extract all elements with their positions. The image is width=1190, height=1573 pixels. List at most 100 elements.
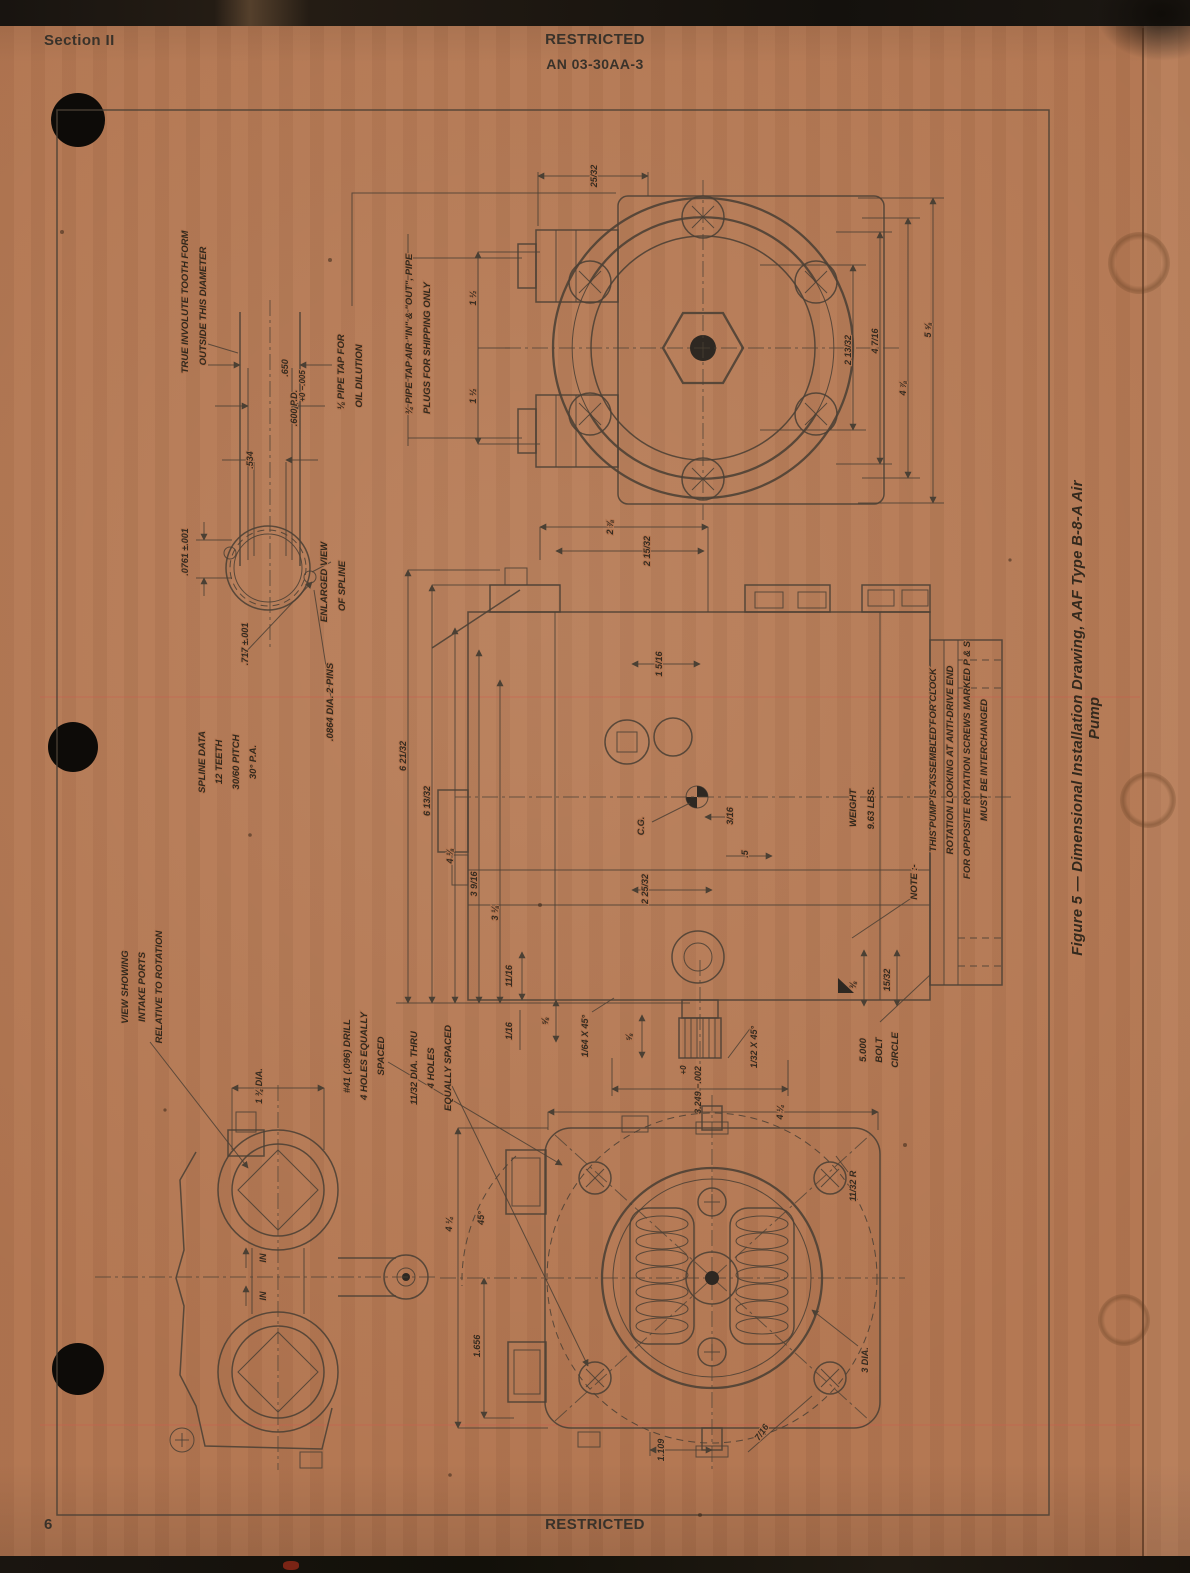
dim-label: .600 P.D. <box>289 390 299 426</box>
cg-label: C.G. <box>636 817 646 836</box>
pipe-tap-note: ⅛ PIPE TAP FOR <box>336 334 347 410</box>
dim-label: 1/16 <box>504 1021 514 1040</box>
dim-label: 6 13/32 <box>422 786 432 816</box>
dim-label: 3 DIA. <box>860 1347 870 1373</box>
spline-note-line: TRUE INVOLUTE TOOTH FORM <box>180 229 191 373</box>
drill-note-line: 4 HOLES EQUALLY <box>359 1010 370 1101</box>
dim-label: 4 ⅛ <box>445 848 455 865</box>
paper-stain <box>1098 1294 1150 1346</box>
dim-label: 45° <box>476 1211 486 1226</box>
dim-label: .534 <box>245 451 255 469</box>
section-heading: Section II <box>44 32 115 49</box>
note-heading: NOTE :- <box>909 864 920 899</box>
dim-label: .5 <box>740 849 750 858</box>
dim-tolerance: +0 −.005 <box>298 370 307 402</box>
dim-label: ⅜ <box>848 981 858 989</box>
dim-label: 2 25/32 <box>640 874 650 905</box>
view-title-line: RELATIVE TO ROTATION <box>154 929 165 1043</box>
note-line: ROTATION LOOKING AT ANTI-DRIVE END <box>945 665 956 854</box>
view-title: ENLARGED VIEW <box>319 541 330 622</box>
dim-label: 1/32 X 45° <box>749 1026 759 1069</box>
valve-face-view: #41 (.096) DRILL 4 HOLES EQUALLY SPACED … <box>341 1009 905 1472</box>
paper-specks <box>60 230 1012 1517</box>
dim-label: 7/16 <box>752 1421 771 1442</box>
dim-label: 1 ½ <box>468 388 478 404</box>
header-classification: RESTRICTED <box>545 31 645 48</box>
weight-note: WEIGHT <box>848 788 859 827</box>
note-line: THIS PUMP IS ASSEMBLED FOR CLOCK <box>928 667 939 852</box>
pipe-tap-note: OIL DILUTION <box>354 343 365 407</box>
dim-label: 5 ⅝ <box>923 322 933 338</box>
dim-label: 2 ⅞ <box>605 519 615 536</box>
drill-note-line: #41 (.096) DRILL <box>342 1019 353 1093</box>
page-right-margin <box>1144 26 1190 1556</box>
dim-label: 1/64 X 45° <box>580 1015 590 1058</box>
pipe-tap-note: PLUGS FOR SHIPPING ONLY <box>422 280 433 413</box>
spline-data-line: SPLINE DATA <box>197 731 208 793</box>
flange-bolts <box>568 195 838 501</box>
dim-label: 1 ¾ DIA. <box>254 1068 264 1104</box>
end-view: ⅛ PIPE TAP FOR OIL DILUTION ¾ PIPE TAP A… <box>335 164 944 520</box>
paper-stain <box>1120 772 1176 828</box>
punch-hole <box>52 1343 104 1395</box>
dim-label: 1.656 <box>472 1334 482 1358</box>
scan-edge-top <box>0 0 1190 26</box>
corner-bolt-holes <box>578 1161 847 1395</box>
dim-label: ⅝ <box>624 1033 634 1041</box>
bolt-circle-note: BOLT <box>874 1036 885 1062</box>
thru-note-line: EQUALLY SPACED <box>443 1025 454 1111</box>
dim-label: 6 21/32 <box>398 741 408 771</box>
dim-label: ⅝ <box>540 1017 550 1025</box>
dim-label: 11/16 <box>504 964 514 987</box>
view-title-line: INTAKE PORTS <box>137 951 148 1022</box>
page-fold-line <box>1142 28 1144 1556</box>
figure-frame <box>56 109 1050 1516</box>
dim-label: 2 15/32 <box>642 536 652 567</box>
bolt-circle-note: CIRCLE <box>890 1032 901 1068</box>
dim-label: 4 ¼ <box>775 1104 785 1120</box>
dim-tolerance: +0 <box>679 1065 688 1075</box>
side-view: 2 ⅞ 2 15/32 1 5/16 6 21/32 6 13/32 4 ⅛ 3… <box>396 518 1015 1115</box>
pipe-tap-note: ¾ PIPE TAP AIR "IN" & "OUT", PIPE <box>404 253 415 414</box>
valve-springs <box>629 1207 795 1345</box>
footer-page-number: 6 <box>44 1516 53 1533</box>
scan-artifact-line <box>40 696 1140 698</box>
scan-artifact-line <box>40 1424 1140 1426</box>
dim-label: 3 9/16 <box>469 870 479 896</box>
dim-label: 15/32 <box>882 969 892 992</box>
dim-label: 25/32 <box>589 165 599 189</box>
paper-stain <box>1108 232 1170 294</box>
dim-label: .0864 DIA. 2 PINS <box>325 662 336 741</box>
dim-label: .717 ±.001 <box>240 623 250 665</box>
scan-edge-bottom <box>0 1556 1190 1573</box>
drill-note-line: SPACED <box>376 1036 387 1075</box>
footer-classification: RESTRICTED <box>545 1516 645 1533</box>
note-line: MUST BE INTERCHANGED <box>979 699 990 821</box>
intake-ports-view: VIEW SHOWING INTAKE PORTS RELATIVE TO RO… <box>95 928 436 1470</box>
dim-label: 1 ½ <box>468 290 478 306</box>
note-line: FOR OPPOSITE ROTATION SCREWS MARKED P & … <box>962 640 973 879</box>
header-doc-number: AN 03-30AA-3 <box>546 56 644 72</box>
dim-label: .0761 ±.001 <box>180 528 190 575</box>
dim-label: 2 13/32 <box>843 335 853 366</box>
dim-label: 4 7/16 <box>870 327 880 354</box>
spline-data-line: 30/60 PITCH <box>231 733 242 789</box>
port-label: IN <box>258 1253 268 1263</box>
dim-label: 3 ⅛ <box>490 905 500 921</box>
port-label: IN <box>258 1291 268 1301</box>
dim-label: 3.249 −.002 <box>693 1066 703 1114</box>
weight-note: 9.63 LBS. <box>866 787 877 830</box>
spline-note-line: OUTSIDE THIS DIAMETER <box>198 246 209 365</box>
thru-note-line: 4 HOLES <box>426 1047 437 1089</box>
scan-corner-shadow <box>1075 0 1190 95</box>
spline-data-line: 12 TEETH <box>214 739 225 784</box>
dim-label: 11/32 R <box>848 1170 858 1201</box>
thru-note-line: 11/32 DIA. THRU <box>409 1030 420 1105</box>
punch-hole <box>51 93 105 147</box>
dim-label: 4 ⅞ <box>898 380 908 397</box>
dim-label: 1.109 <box>656 1439 666 1462</box>
spline-data-line: 30° P.A. <box>248 745 259 779</box>
bolt-circle-note: 5.000 <box>858 1037 869 1061</box>
